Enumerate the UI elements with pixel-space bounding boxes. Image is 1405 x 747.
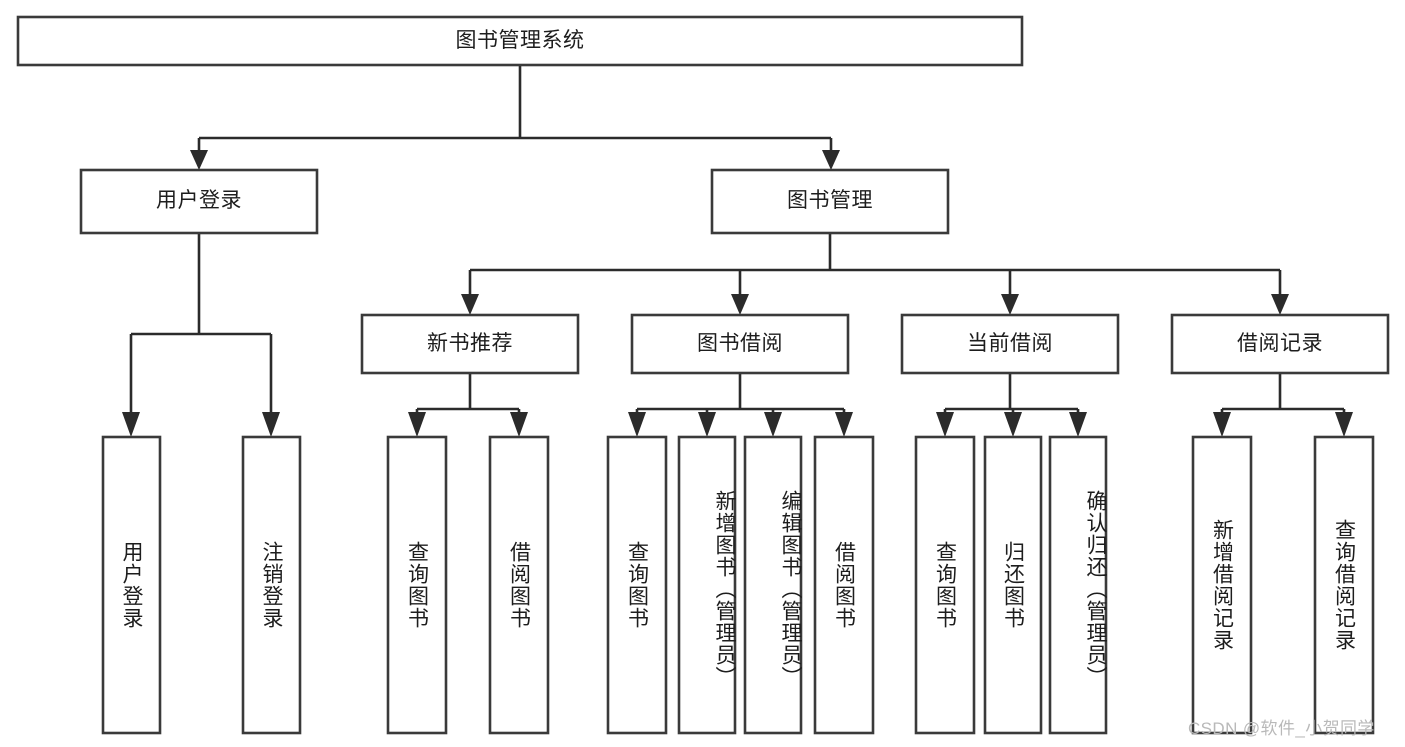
arrow-head-nb-borrow xyxy=(510,412,528,437)
node-box-newbook[interactable] xyxy=(360,313,580,375)
arrow-head-rc-add xyxy=(1213,412,1231,437)
arrow-head-user-logout xyxy=(262,412,280,437)
arrow-head-newbook xyxy=(461,294,479,315)
arrow-head-bw-query xyxy=(628,412,646,437)
arrow-head-bw-edit xyxy=(764,412,782,437)
node-box-login[interactable] xyxy=(79,168,319,235)
node-box-leaf-bw-lend[interactable] xyxy=(813,435,875,735)
arrow-head-borrow xyxy=(731,294,749,315)
node-layer xyxy=(16,15,1390,735)
node-box-borrow[interactable] xyxy=(630,313,850,375)
arrow-head-user-login xyxy=(122,412,140,437)
arrow-head-cb-return xyxy=(1004,412,1022,437)
arrow-head-rc-query xyxy=(1335,412,1353,437)
node-box-leaf-bw-add[interactable] xyxy=(677,435,737,735)
arrow-head-cb-query xyxy=(936,412,954,437)
arrow-head-bookmgmt xyxy=(822,150,840,170)
arrow-head-current xyxy=(1001,294,1019,315)
arrow-head-bw-add xyxy=(698,412,716,437)
node-box-leaf-cb-query[interactable] xyxy=(914,435,976,735)
node-box-record[interactable] xyxy=(1170,313,1390,375)
node-box-leaf-nb-borrow[interactable] xyxy=(488,435,550,735)
arrow-head-nb-query xyxy=(408,412,426,437)
node-box-leaf-rc-add[interactable] xyxy=(1191,435,1253,735)
node-box-leaf-rc-query[interactable] xyxy=(1313,435,1375,735)
node-box-root[interactable] xyxy=(16,15,1024,67)
node-box-leaf-bw-query[interactable] xyxy=(606,435,668,735)
node-box-bookmgmt[interactable] xyxy=(710,168,950,235)
node-box-leaf-cb-confirm[interactable] xyxy=(1048,435,1108,735)
node-box-leaf-user-login[interactable] xyxy=(101,435,162,735)
node-box-leaf-bw-edit[interactable] xyxy=(743,435,803,735)
arrow-head-cb-confirm xyxy=(1069,412,1087,437)
node-box-leaf-user-logout[interactable] xyxy=(241,435,302,735)
arrow-head-bw-lend xyxy=(835,412,853,437)
connector-layer xyxy=(122,65,1353,437)
node-box-leaf-nb-query[interactable] xyxy=(386,435,448,735)
arrow-head-record xyxy=(1271,294,1289,315)
node-box-leaf-cb-return[interactable] xyxy=(983,435,1043,735)
node-box-current[interactable] xyxy=(900,313,1120,375)
arrow-head-login xyxy=(190,150,208,170)
